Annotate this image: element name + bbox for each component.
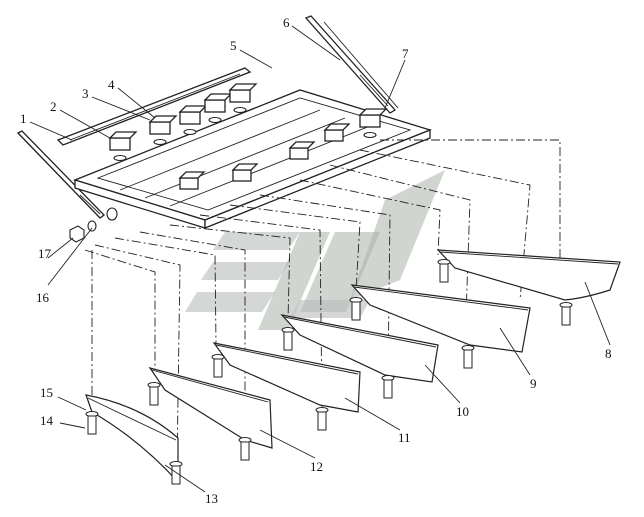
callout-labels: 1 2 3 4 5 6 7 8 9 10 11 12 13 14 15 16 1… [20, 15, 612, 506]
callout-16: 16 [36, 290, 50, 305]
callout-13: 13 [205, 491, 218, 506]
blade-8 [436, 249, 621, 326]
callout-1: 1 [20, 111, 27, 126]
callout-8: 8 [605, 346, 612, 361]
callout-10: 10 [456, 404, 469, 419]
callout-15: 15 [40, 385, 53, 400]
clamp [231, 163, 259, 182]
callout-7: 7 [402, 46, 409, 61]
fastener-set [69, 207, 118, 243]
leader-lines [29, 25, 611, 493]
assembly-guide-lines [84, 139, 561, 466]
callout-6: 6 [283, 15, 290, 30]
clamp [228, 83, 258, 114]
blade-13 [85, 394, 183, 485]
callout-9: 9 [530, 376, 537, 391]
callout-5: 5 [230, 38, 237, 53]
clamp [323, 123, 351, 142]
clamp [178, 171, 206, 190]
clamp [203, 93, 233, 124]
mounting-plate [73, 89, 432, 229]
clamp [288, 141, 316, 160]
blade-11 [211, 342, 361, 431]
blade-12 [147, 367, 273, 461]
callout-14: 14 [40, 413, 54, 428]
callout-4: 4 [108, 77, 115, 92]
clamp [108, 131, 138, 162]
clamp [358, 108, 388, 139]
callout-12: 12 [310, 459, 323, 474]
watermark-logo [185, 170, 445, 330]
blade-9 [349, 284, 531, 369]
callout-17: 17 [38, 246, 52, 261]
callout-3: 3 [82, 86, 89, 101]
right-strip [304, 15, 399, 114]
left-strip [16, 130, 105, 219]
upper-bar [56, 67, 252, 146]
callout-11: 11 [398, 430, 411, 445]
blade-10 [280, 314, 439, 399]
clamp-row [108, 83, 388, 190]
callout-2: 2 [50, 99, 57, 114]
clamp [148, 115, 178, 146]
